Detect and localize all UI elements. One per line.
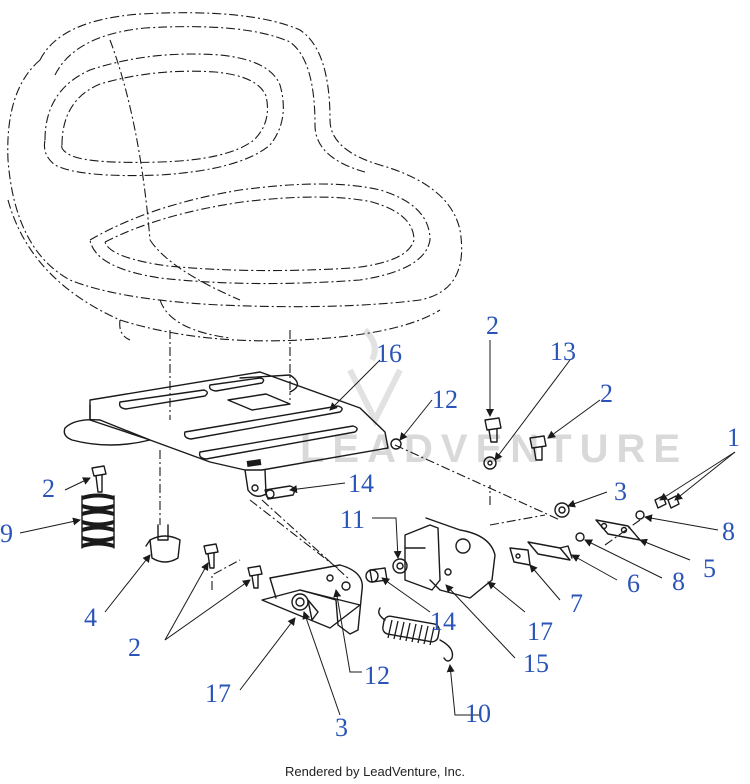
bolt-right-b	[529, 435, 547, 461]
seat-bumper	[145, 524, 181, 563]
latch-bracket	[527, 541, 573, 561]
callout-9: 9	[0, 519, 13, 548]
link-plate	[595, 519, 641, 541]
callout-3-bottom: 3	[335, 713, 348, 742]
bolt-lower-a	[203, 543, 219, 569]
callout-13: 13	[550, 337, 576, 366]
screws-pair	[654, 495, 680, 509]
callout-3-right: 3	[614, 477, 627, 506]
washer	[392, 558, 408, 574]
upper-bracket	[404, 517, 496, 599]
callout-17-right: 17	[527, 617, 553, 646]
nut-and-spacer-lower	[291, 593, 319, 621]
callout-17-left: 17	[205, 679, 231, 708]
seat-pan	[63, 371, 402, 497]
bolt-small	[91, 465, 107, 493]
watermark-text: LEADVENTURE	[300, 427, 688, 471]
callouts: 1 2 2 2 2 3 3 4 5 6 7 8 8 9 10 11 12 12 …	[0, 311, 740, 742]
callout-14-upper: 14	[348, 469, 374, 498]
lock-washer	[483, 456, 497, 470]
seat	[7, 12, 463, 342]
switch	[509, 547, 531, 566]
callout-2-top: 2	[486, 311, 499, 340]
callout-6: 6	[627, 569, 640, 598]
extension-spring	[378, 607, 454, 662]
callout-8-right: 8	[722, 517, 735, 546]
callout-16: 16	[376, 339, 402, 368]
bolt-lower-b	[247, 565, 263, 589]
pivot-pin-upper	[264, 485, 296, 500]
bushing-a	[575, 532, 585, 542]
callout-8-lower: 8	[672, 567, 685, 596]
seat-pan-slots	[118, 377, 358, 460]
callout-5: 5	[703, 554, 716, 583]
coil-spring	[81, 493, 115, 549]
lower-bracket	[261, 564, 364, 635]
callout-2-left: 2	[42, 474, 55, 503]
callout-12-top: 12	[432, 385, 458, 414]
callout-10: 10	[465, 699, 491, 728]
callout-15: 15	[523, 649, 549, 678]
callout-14-lower: 14	[430, 607, 456, 636]
alignment-lines	[159, 330, 641, 590]
callout-4: 4	[84, 603, 97, 632]
bushing-b	[635, 510, 645, 520]
callout-11: 11	[340, 505, 365, 534]
bolt-right-a	[484, 417, 502, 443]
render-credit: Rendered by LeadVenture, Inc.	[285, 764, 465, 779]
callout-2-right: 2	[600, 379, 613, 408]
callout-7: 7	[570, 589, 583, 618]
watermark-logo-icon	[347, 327, 403, 427]
callout-2-bottom: 2	[128, 633, 141, 662]
callout-1: 1	[727, 423, 740, 452]
leader-lines	[19, 340, 736, 716]
nut-right	[554, 502, 570, 518]
callout-12-bottom: 12	[364, 661, 390, 690]
